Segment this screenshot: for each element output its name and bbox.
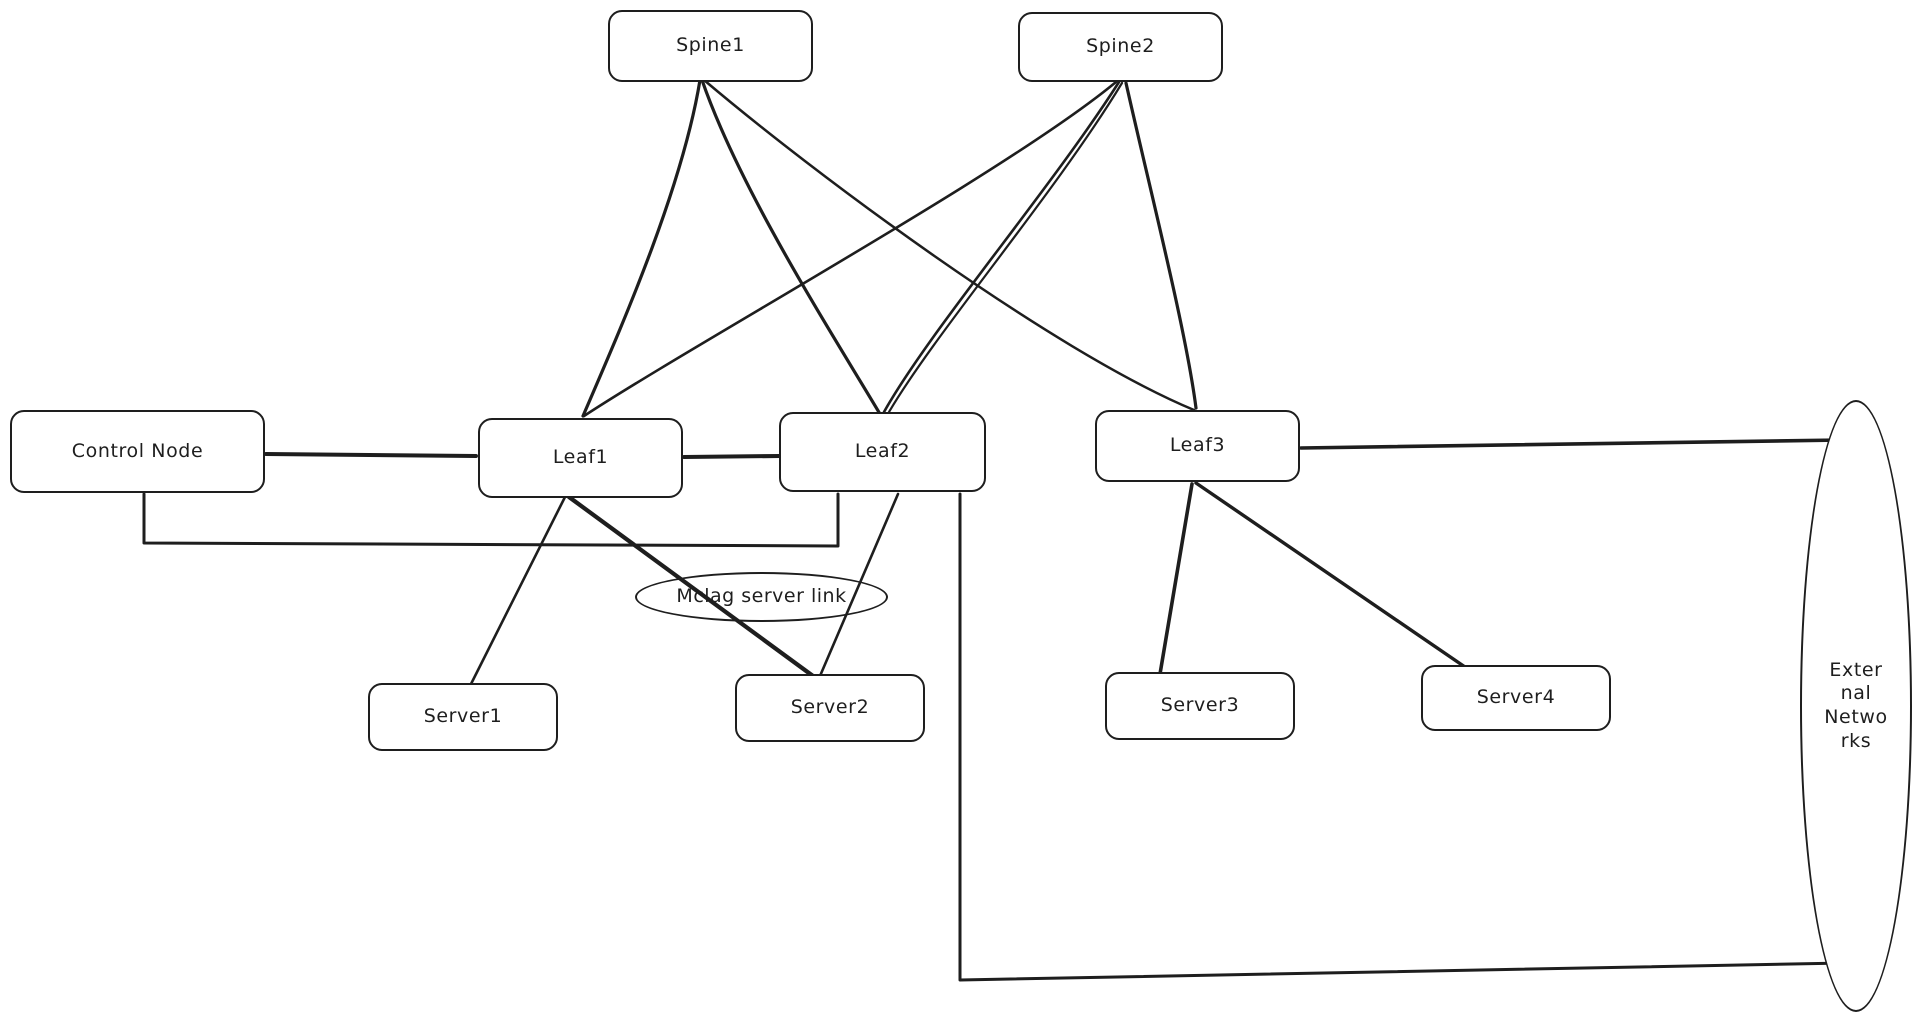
external-label-line-4: rks	[1840, 729, 1872, 752]
node-control-node[interactable]: Control Node	[10, 410, 265, 493]
link-leaf3-server3	[1158, 482, 1194, 676]
link-spine1-leaf2	[700, 78, 882, 416]
link-control-leaf2	[142, 492, 840, 548]
external-label-line-1: Exter	[1829, 658, 1883, 681]
link-spine2-leaf2b	[887, 81, 1124, 414]
node-leaf2[interactable]: Leaf2	[779, 412, 986, 492]
node-leaf1[interactable]: Leaf1	[478, 418, 683, 498]
node-server3-label: Server3	[1160, 694, 1240, 717]
link-spine2-leaf1	[582, 80, 1118, 418]
node-spine1[interactable]: Spine1	[608, 10, 813, 82]
node-server4[interactable]: Server4	[1421, 665, 1611, 731]
node-external-networks-label: Exter nal Netwo rks	[1824, 659, 1888, 754]
link-leaf3-external	[1299, 438, 1845, 450]
annotation-mclag-server-link[interactable]: Mclag server link	[635, 572, 888, 622]
external-label-line-3: Netwo	[1824, 706, 1888, 728]
node-spine2[interactable]: Spine2	[1018, 12, 1223, 82]
node-control-node-label: Control Node	[71, 439, 204, 462]
node-server2[interactable]: Server2	[735, 674, 925, 742]
link-leaf1-leaf2	[682, 454, 782, 459]
link-spine1-leaf3	[702, 78, 1196, 412]
link-leaf2-external	[958, 492, 1847, 982]
node-leaf1-label: Leaf1	[552, 446, 609, 469]
node-spine1-label: Spine1	[676, 34, 745, 57]
link-leaf3-server4	[1194, 481, 1467, 669]
node-server2-label: Server2	[790, 696, 870, 719]
link-spine1-leaf1	[581, 78, 702, 418]
external-label-line-2: nal	[1840, 682, 1872, 705]
link-spine2-leaf2	[882, 80, 1121, 414]
node-leaf3[interactable]: Leaf3	[1095, 410, 1300, 482]
node-spine2-label: Spine2	[1086, 35, 1155, 58]
annotation-mclag-server-link-label: Mclag server link	[676, 585, 847, 608]
link-control-leaf1	[264, 452, 478, 458]
node-server1-label: Server1	[423, 705, 503, 728]
node-server4-label: Server4	[1476, 686, 1556, 709]
node-server3[interactable]: Server3	[1105, 672, 1295, 740]
node-leaf2-label: Leaf2	[854, 440, 911, 463]
node-leaf3-label: Leaf3	[1169, 434, 1226, 457]
node-external-networks[interactable]: Exter nal Netwo rks	[1800, 400, 1912, 1012]
link-spine2-leaf3	[1124, 81, 1198, 410]
link-leaf1-server1	[468, 495, 567, 688]
node-server1[interactable]: Server1	[368, 683, 558, 751]
